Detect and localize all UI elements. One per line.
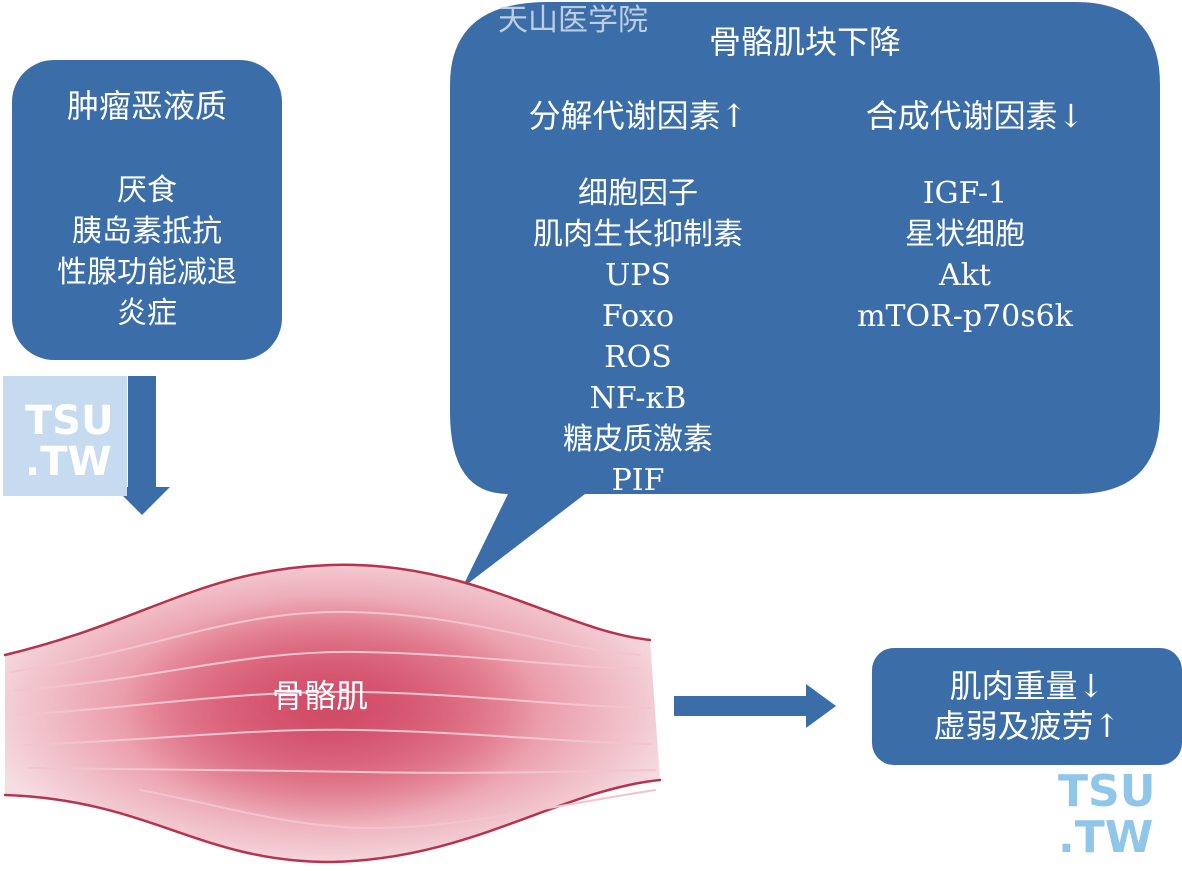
anabolic-item: Akt xyxy=(939,258,991,293)
catabolic-item: 细胞因子 xyxy=(578,176,698,211)
catabolic-item: Foxo xyxy=(601,299,675,334)
catabolic-item: 肌肉生长抑制素 xyxy=(533,217,743,252)
cachexia-title: 肿瘤恶液质 xyxy=(66,87,227,125)
cachexia-item: 厌食 xyxy=(117,173,177,208)
outcome-line: 虚弱及疲劳↑ xyxy=(933,707,1121,745)
watermark-left-bottom: .TW xyxy=(25,439,112,485)
catabolic-item: 糖皮质激素 xyxy=(563,422,713,457)
bubble-header: 天山医学院 xyxy=(498,3,648,38)
anabolic-item: mTOR-p70s6k xyxy=(857,299,1073,334)
watermark-right-top: TSU xyxy=(1058,766,1156,817)
outcome-box: 肌肉重量↓ 虚弱及疲劳↑ xyxy=(872,648,1182,765)
catabolic-item: PIF xyxy=(611,463,665,498)
anabolic-label: 合成代谢因素↓ xyxy=(865,97,1085,135)
cachexia-item: 炎症 xyxy=(117,296,177,331)
anabolic-item: 星状细胞 xyxy=(905,217,1025,252)
anabolic-item: IGF-1 xyxy=(922,176,1008,211)
outcome-line: 肌肉重量↓ xyxy=(949,667,1105,705)
watermark-left: TSU .TW xyxy=(3,376,127,496)
bubble-title: 骨骼肌块下降 xyxy=(708,23,901,61)
catabolic-item: ROS xyxy=(604,340,672,375)
watermark-left-top: TSU xyxy=(25,398,114,444)
catabolic-label: 分解代谢因素↑ xyxy=(528,97,748,135)
muscle-fibers xyxy=(3,563,662,864)
cachexia-item: 胰岛素抵抗 xyxy=(72,214,222,249)
watermark-right-bottom: .TW xyxy=(1058,812,1154,863)
catabolic-list: 细胞因子 肌肉生长抑制素 UPS Foxo ROS NF-κB 糖皮质激素 PI… xyxy=(498,173,778,501)
speech-bubble xyxy=(450,2,1160,588)
cachexia-item: 性腺功能减退 xyxy=(57,255,237,290)
catabolic-item: NF-κB xyxy=(589,381,687,416)
cachexia-list: 厌食 胰岛素抵抗 性腺功能减退 炎症 xyxy=(12,170,282,334)
anabolic-list: IGF-1 星状细胞 Akt mTOR-p70s6k xyxy=(830,173,1100,337)
cachexia-box: 肿瘤恶液质 厌食 胰岛素抵抗 性腺功能减退 炎症 xyxy=(12,60,282,360)
muscle-core-glow xyxy=(120,595,540,825)
down-arrow xyxy=(114,376,170,515)
muscle-label: 骨骼肌 xyxy=(271,677,368,715)
catabolic-item: UPS xyxy=(604,258,672,293)
right-arrow xyxy=(674,684,836,728)
